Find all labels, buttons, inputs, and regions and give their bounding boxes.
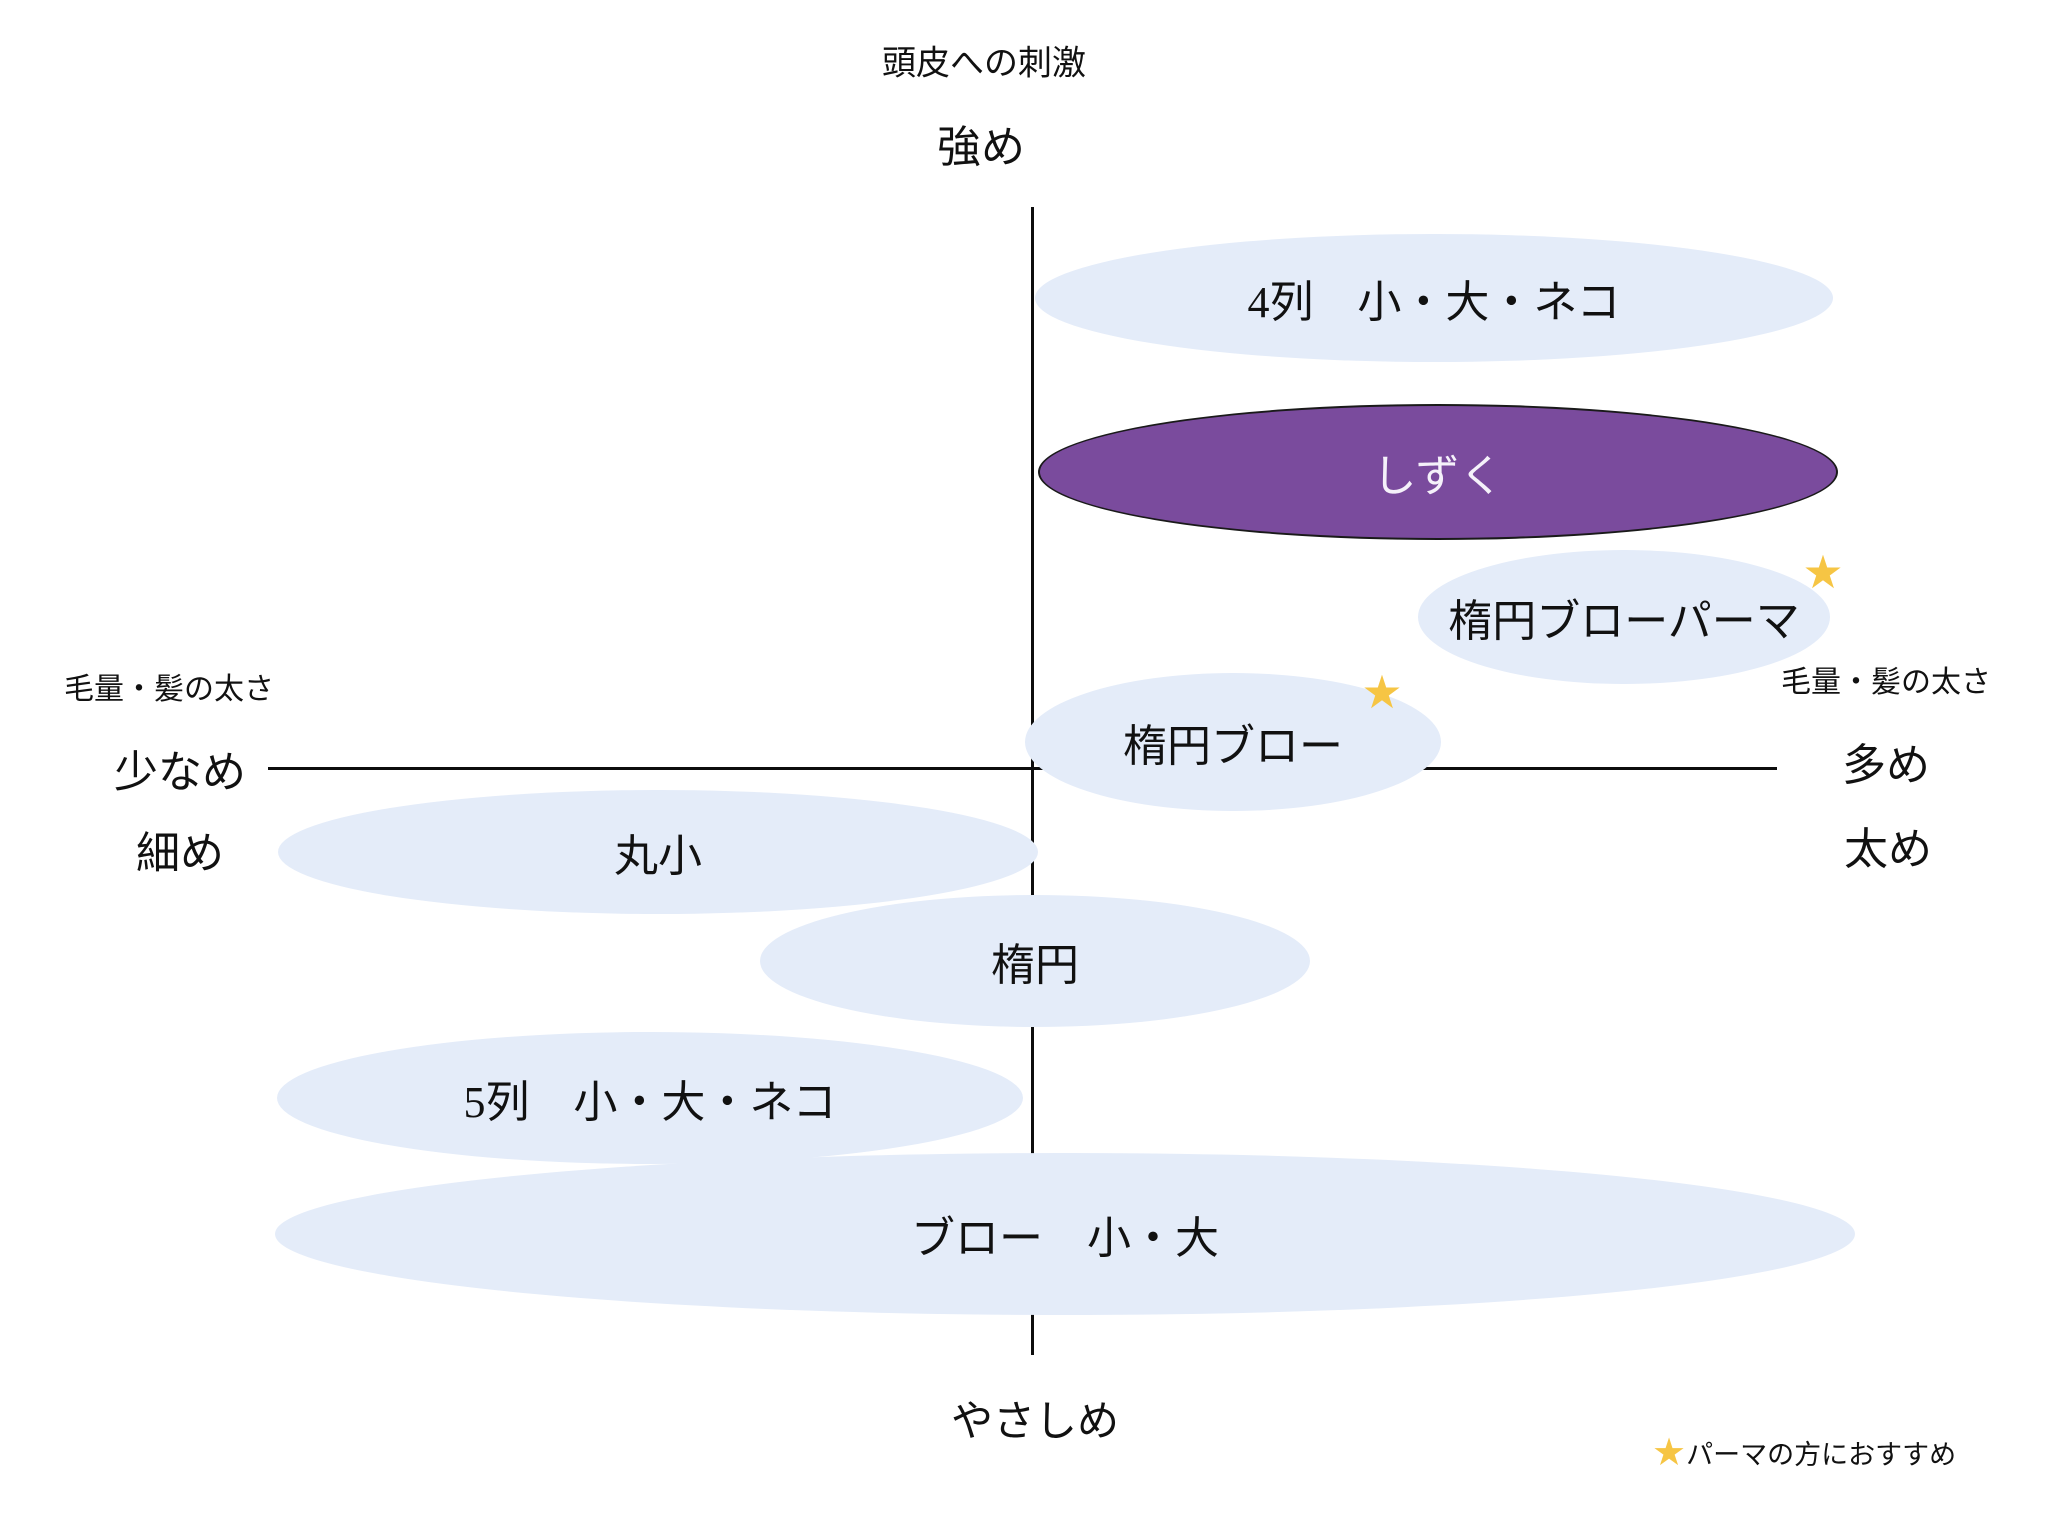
- ellipse-shizuku: しずく: [1038, 404, 1838, 540]
- perm-recommended-star-icon: ★: [1361, 667, 1403, 718]
- perm-recommended-star-icon: ★: [1802, 547, 1844, 598]
- legend: ★ パーマの方におすすめ: [1652, 1433, 1956, 1472]
- ellipse-label-daen-blow-perm: 楕円ブローパーマ: [1448, 597, 1800, 646]
- ellipse-retsu4: 4列 小・大・ネコ: [1035, 234, 1833, 362]
- ellipse-label-blow: ブロー 小・大: [911, 1214, 1219, 1263]
- ellipse-daen-blow: 楕円ブロー: [1025, 673, 1441, 811]
- ellipse-label-retsu5: 5列 小・大・ネコ: [463, 1078, 837, 1127]
- ellipse-blow: ブロー 小・大: [275, 1153, 1855, 1315]
- ellipse-daen: 楕円: [760, 895, 1310, 1027]
- ellipse-maru-sho: 丸小: [278, 790, 1038, 914]
- ellipse-label-maru-sho: 丸小: [614, 832, 702, 881]
- left-axis-label-thickness: 細め: [136, 829, 224, 878]
- vertical-axis-line: [1031, 207, 1034, 1355]
- ellipse-label-daen: 楕円: [991, 941, 1079, 990]
- vertical-top-label: 強め: [937, 123, 1025, 172]
- left-axis-label-amount: 少なめ: [114, 748, 246, 797]
- right-axis-label-amount: 多め: [1842, 741, 1930, 790]
- left-axis-title: 毛量・髪の太さ: [64, 673, 274, 706]
- right-axis-title: 毛量・髪の太さ: [1781, 666, 1991, 699]
- legend-label: パーマの方におすすめ: [1686, 1440, 1957, 1470]
- ellipse-label-shizuku: しずく: [1372, 452, 1504, 501]
- vertical-axis-title: 頭皮への刺激: [882, 45, 1086, 83]
- ellipse-label-retsu4: 4列 小・大・ネコ: [1247, 278, 1621, 327]
- perm-recommended-star-icon: ★: [1652, 1431, 1687, 1474]
- ellipse-daen-blow-perm: 楕円ブローパーマ: [1418, 550, 1830, 684]
- ellipse-label-daen-blow: 楕円ブロー: [1123, 722, 1343, 771]
- vertical-bottom-label: やさしめ: [950, 1399, 1120, 1446]
- right-axis-label-thickness: 太め: [1844, 825, 1932, 874]
- horizontal-axis-line: [268, 767, 1777, 770]
- ellipse-retsu5: 5列 小・大・ネコ: [277, 1032, 1023, 1164]
